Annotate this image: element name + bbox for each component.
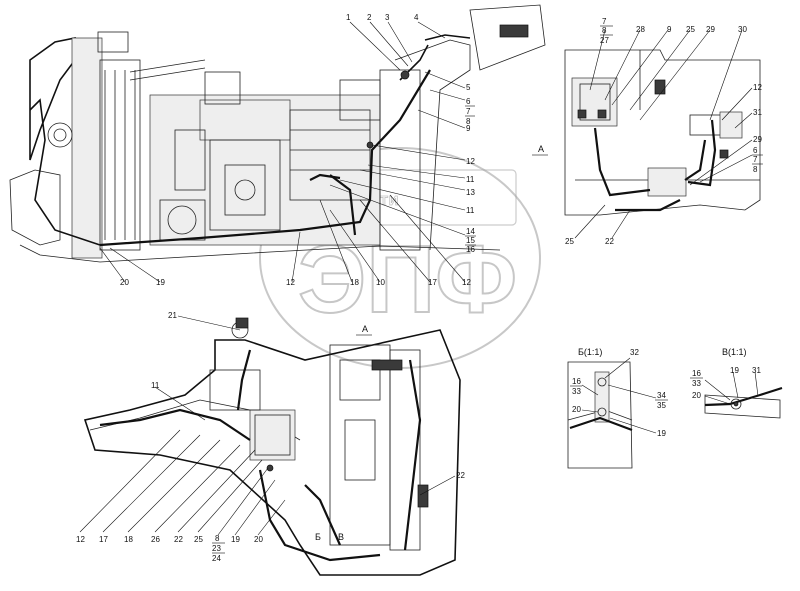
detail-b-callout-19: 19: [657, 429, 666, 438]
detail-b-callout-20: 20: [572, 405, 581, 414]
inset-callout-31: 31: [753, 108, 762, 117]
lower-callout-22: 22: [174, 535, 183, 544]
lower-callout-23: 23: [212, 544, 221, 553]
detail-b-callout-32: 32: [630, 348, 639, 357]
callout-10: 10: [376, 278, 385, 287]
callout-8: 8: [466, 117, 471, 126]
view-label-a-bottom: А: [362, 324, 368, 334]
view-mark-b: Б: [315, 532, 321, 542]
detail-b-callout-16: 16: [572, 377, 581, 386]
lower-callout-11: 11: [151, 381, 160, 390]
inset-callout-30: 30: [738, 25, 747, 34]
callout-9: 9: [466, 124, 471, 133]
callout-20: 20: [120, 278, 129, 287]
callout-6: 6: [466, 97, 471, 106]
callout-11b: 11: [466, 206, 475, 215]
lower-callout-20: 20: [254, 535, 263, 544]
inset-callout-29: 29: [706, 25, 715, 34]
detail-v-callout-19: 19: [730, 366, 739, 375]
detail-b-callout-33: 33: [572, 387, 581, 396]
lower-assembly-drawing: [83, 317, 461, 576]
detail-view-v: В(1:1) 16 33 20 19 31: [690, 347, 783, 419]
callout-19: 19: [156, 278, 165, 287]
detail-b-callout-35: 35: [657, 401, 666, 410]
inset-labels: 7 8 27 28 9 25 29 30 12 31 29 6 7 8 25 2…: [565, 17, 763, 246]
inset-callout-6: 6: [753, 146, 758, 155]
lower-callout-17: 17: [99, 535, 108, 544]
detail-v-callout-20: 20: [692, 391, 701, 400]
lower-callout-19: 19: [231, 535, 240, 544]
callout-7: 7: [466, 107, 471, 116]
lower-callout-25: 25: [194, 535, 203, 544]
lower-leaders: [79, 315, 456, 536]
callout-1: 1: [346, 13, 351, 22]
callout-5: 5: [466, 83, 471, 92]
callout-2: 2: [367, 13, 372, 22]
engine-assembly-drawing: [9, 4, 546, 263]
inset-callout-9: 9: [667, 25, 672, 34]
detail-b-callout-34: 34: [657, 391, 666, 400]
callout-15: 15: [466, 236, 475, 245]
inset-callout-22: 22: [605, 237, 614, 246]
lower-labels: 21 11 12 17 18 26 22 25 8 23 24 19 20 22…: [76, 311, 465, 563]
lower-callout-22b: 22: [456, 471, 465, 480]
detail-b-title: Б(1:1): [578, 347, 602, 357]
lower-callout-12: 12: [76, 535, 85, 544]
callout-18: 18: [350, 278, 359, 287]
inset-callout-8: 8: [602, 26, 607, 35]
inset-callout-7: 7: [602, 17, 607, 26]
view-mark-v: В: [338, 532, 344, 542]
detail-view-b: Б(1:1) 32 16 33 20 34 35 19: [567, 347, 668, 469]
lower-callout-8: 8: [215, 534, 220, 543]
inset-leaders: [574, 29, 753, 239]
detail-v-title: В(1:1): [722, 347, 747, 357]
inset-callout-12: 12: [753, 83, 762, 92]
inset-callout-29b: 29: [753, 135, 762, 144]
callout-14: 14: [466, 227, 475, 236]
view-label-a-top: А: [538, 144, 544, 154]
lower-callout-26: 26: [151, 535, 160, 544]
callout-labels-top: 1 2 3 4 5 6 7 8 9 12 11 13 11 14 15 16 1…: [120, 13, 548, 287]
leader-lines-top: [99, 21, 466, 283]
callout-12a: 12: [466, 157, 475, 166]
callout-12b: 12: [462, 278, 471, 287]
lower-callout-24: 24: [212, 554, 221, 563]
callout-3: 3: [385, 13, 390, 22]
lower-callout-18: 18: [124, 535, 133, 544]
inset-callout-8b: 8: [753, 165, 758, 174]
callout-17: 17: [428, 278, 437, 287]
callout-16: 16: [466, 245, 475, 254]
callout-12c: 12: [286, 278, 295, 287]
callout-4: 4: [414, 13, 419, 22]
detail-v-callout-33: 33: [692, 379, 701, 388]
callout-13: 13: [466, 188, 475, 197]
inset-view-a: [564, 49, 761, 216]
inset-callout-25b: 25: [565, 237, 574, 246]
inset-callout-28: 28: [636, 25, 645, 34]
callout-11: 11: [466, 175, 475, 184]
inset-callout-27: 27: [600, 36, 609, 45]
inset-callout-7b: 7: [753, 155, 758, 164]
detail-v-callout-31: 31: [752, 366, 761, 375]
detail-v-callout-16: 16: [692, 369, 701, 378]
lower-callout-21: 21: [168, 311, 177, 320]
inset-callout-25: 25: [686, 25, 695, 34]
